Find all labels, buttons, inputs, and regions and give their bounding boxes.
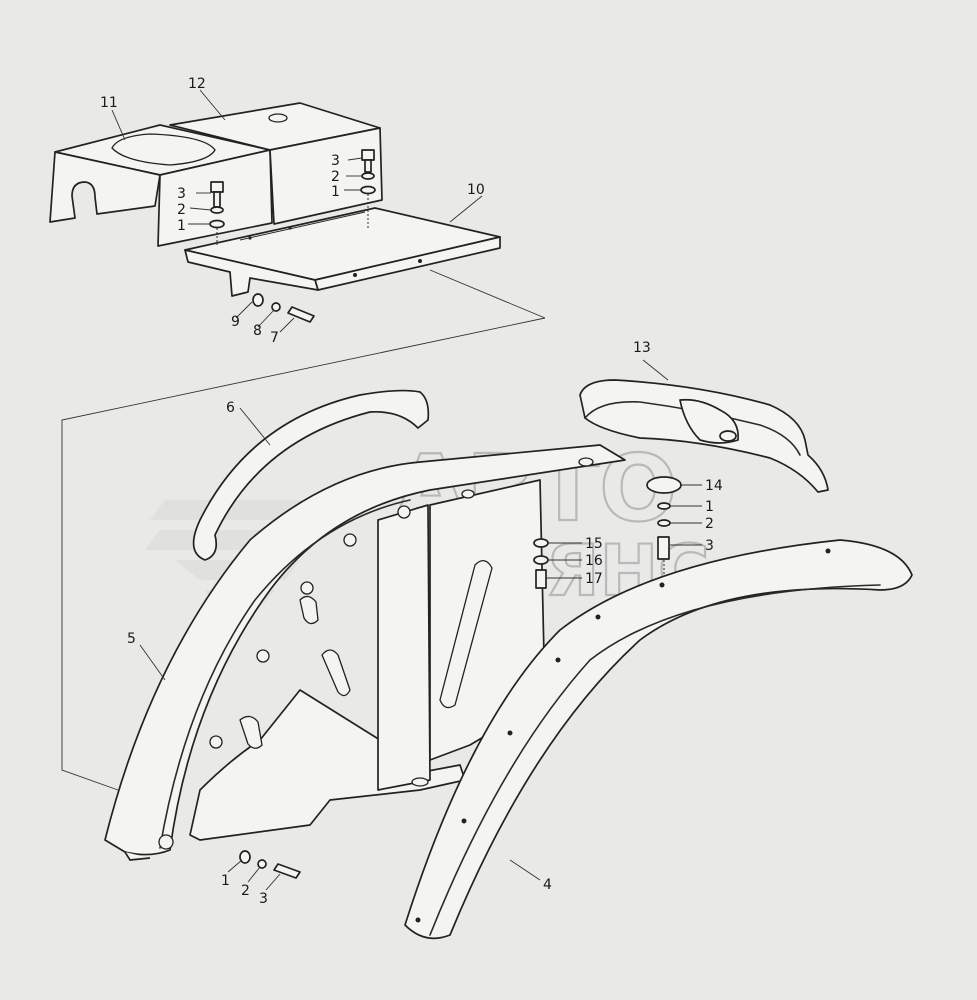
callout-2: 2 bbox=[705, 516, 714, 532]
bolt-3 bbox=[273, 863, 301, 879]
plate-seam bbox=[239, 211, 366, 241]
reference-outline bbox=[61, 317, 546, 791]
part-4-fender-strip bbox=[404, 539, 913, 940]
leader-lines bbox=[111, 89, 702, 891]
strip-hole bbox=[595, 614, 601, 620]
fender-hole bbox=[578, 457, 594, 467]
callout-16: 16 bbox=[585, 553, 603, 569]
callout-1: 1 bbox=[221, 873, 230, 889]
callout-10: 10 bbox=[467, 182, 485, 198]
column-foot bbox=[411, 777, 429, 787]
part-14-grommet bbox=[646, 476, 682, 494]
callout-6: 6 bbox=[226, 400, 235, 416]
callout-5: 5 bbox=[127, 631, 136, 647]
washer-2 bbox=[657, 519, 671, 527]
plate-hole bbox=[418, 259, 422, 263]
fender-hole bbox=[256, 649, 270, 663]
strip-hole bbox=[415, 917, 421, 923]
part-12-cover-front bbox=[269, 127, 383, 225]
callout-labels: 11 12 10 3 2 1 3 2 1 9 8 7 13 6 14 1 2 3… bbox=[100, 76, 723, 907]
callout-3: 3 bbox=[705, 538, 714, 554]
part-13-hole bbox=[719, 430, 737, 442]
washer-8 bbox=[271, 302, 281, 312]
fender-foot bbox=[124, 851, 151, 861]
bolt-head-3 bbox=[210, 181, 224, 193]
bolt-7 bbox=[287, 306, 315, 323]
nut-9 bbox=[252, 293, 264, 307]
fender-hole bbox=[397, 505, 411, 519]
strip-hole bbox=[659, 582, 665, 588]
strip-hole bbox=[461, 818, 467, 824]
washer-1 bbox=[209, 219, 225, 229]
plate-hole bbox=[353, 273, 357, 277]
bolt-shank-3 bbox=[213, 191, 221, 208]
callout-2: 2 bbox=[331, 169, 340, 185]
fender-hole bbox=[158, 834, 174, 850]
fender-hole bbox=[300, 581, 314, 595]
part-12-hole bbox=[268, 113, 288, 123]
part-16 bbox=[533, 555, 549, 565]
fender-hole bbox=[209, 735, 223, 749]
slot bbox=[321, 649, 351, 697]
callout-8: 8 bbox=[253, 323, 262, 339]
part-6-handle bbox=[192, 389, 430, 561]
washer-2 bbox=[257, 859, 267, 869]
fender-hole bbox=[343, 533, 357, 547]
callout-2: 2 bbox=[241, 883, 250, 899]
slot bbox=[239, 715, 263, 749]
callout-17: 17 bbox=[585, 571, 603, 587]
bolt-3 bbox=[657, 536, 670, 560]
washer-1 bbox=[239, 850, 251, 864]
callout-3: 3 bbox=[259, 891, 268, 907]
fasteners-15-16-17 bbox=[533, 538, 549, 589]
washer-1 bbox=[657, 502, 671, 510]
washer-2 bbox=[361, 172, 375, 180]
fender-hole bbox=[461, 489, 475, 499]
callout-9: 9 bbox=[231, 314, 240, 330]
reference-line bbox=[429, 269, 546, 319]
strip-hole bbox=[555, 657, 561, 663]
callout-15: 15 bbox=[585, 536, 603, 552]
callout-1: 1 bbox=[331, 184, 340, 200]
callout-2: 2 bbox=[177, 202, 186, 218]
callout-1: 1 bbox=[705, 499, 714, 515]
washer-2 bbox=[210, 206, 224, 214]
slot bbox=[439, 560, 493, 709]
callout-3: 3 bbox=[177, 186, 186, 202]
cover-fasteners-right bbox=[360, 149, 376, 230]
part-11-cutout bbox=[111, 133, 216, 166]
part-17 bbox=[535, 569, 547, 589]
part-10-plate-edge-left bbox=[184, 249, 319, 297]
strip-hole bbox=[825, 548, 831, 554]
bottom-fasteners bbox=[239, 850, 301, 879]
slot bbox=[299, 595, 319, 625]
bolt-head-3 bbox=[361, 149, 375, 161]
callout-3: 3 bbox=[331, 153, 340, 169]
callout-11: 11 bbox=[100, 95, 118, 111]
washer-1 bbox=[360, 185, 376, 195]
plate-fasteners bbox=[252, 293, 315, 323]
callout-7: 7 bbox=[270, 330, 279, 346]
part-15 bbox=[533, 538, 549, 548]
callout-14: 14 bbox=[705, 478, 723, 494]
bolt-shank-3 bbox=[364, 159, 372, 173]
part-13-fender-shell bbox=[579, 379, 829, 493]
part-11-cover-side bbox=[49, 151, 161, 223]
upper-cover-assembly bbox=[49, 102, 501, 297]
part-5-column bbox=[377, 504, 431, 791]
callout-13: 13 bbox=[633, 340, 651, 356]
callout-12: 12 bbox=[188, 76, 206, 92]
callout-1: 1 bbox=[177, 218, 186, 234]
callout-4: 4 bbox=[543, 877, 552, 893]
strip-hole bbox=[507, 730, 513, 736]
